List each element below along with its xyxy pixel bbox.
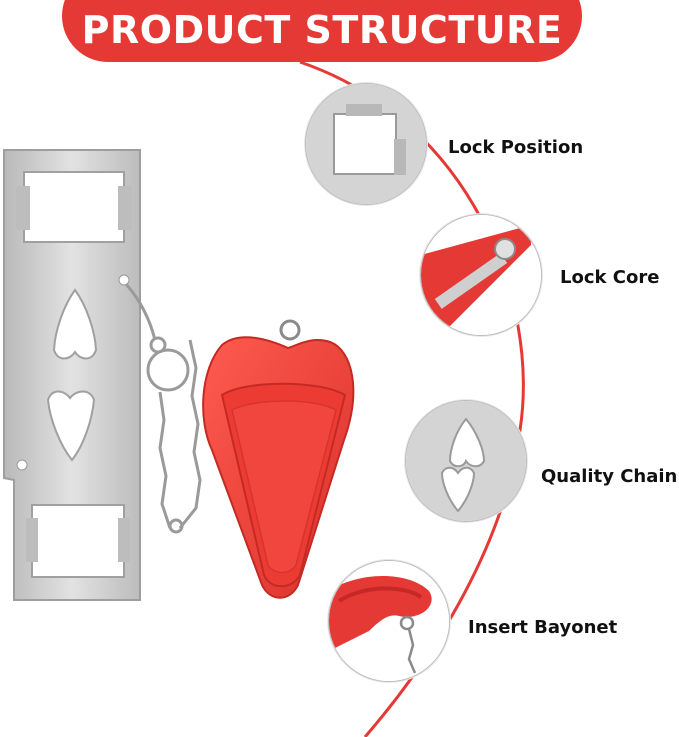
rivet-core-icon (421, 215, 541, 335)
steel-plate (3, 149, 141, 601)
callout-quality-chain (405, 400, 527, 522)
callout-lock-position (305, 83, 427, 205)
label-lock-core: Lock Core (560, 267, 660, 288)
square-slot-icon (306, 84, 426, 204)
label-lock-position: Lock Position (448, 137, 584, 158)
callout-lock-core (420, 214, 542, 336)
page-title: PRODUCT STRUCTURE (81, 8, 563, 52)
title-banner: PRODUCT STRUCTURE (62, 0, 582, 62)
cutout-plate-icon (406, 401, 526, 521)
red-wedge (202, 319, 355, 599)
chain-assembly (124, 283, 202, 534)
label-insert-bayonet: Insert Bayonet (468, 617, 618, 638)
label-quality-chain: Quality Chain (541, 466, 678, 487)
callout-insert-bayonet (328, 560, 450, 682)
bayonet-chain-icon (329, 561, 449, 681)
